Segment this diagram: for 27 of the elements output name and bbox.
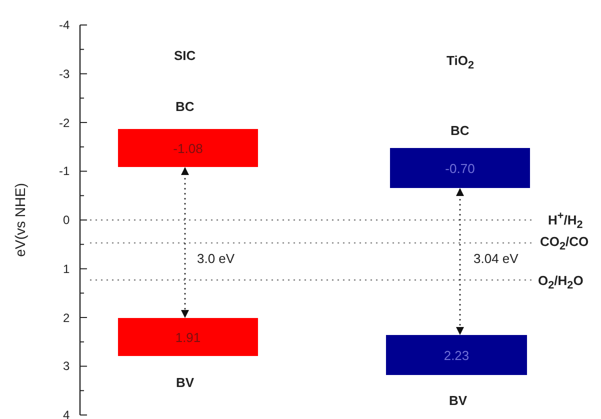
tick-label: 0 <box>63 213 70 227</box>
tick-label: 1 <box>63 262 70 276</box>
band-label: BC <box>176 98 194 114</box>
potential-label: CO$_{2}$/CO <box>540 234 589 252</box>
conduction-band-bar: -0.70 <box>390 148 530 188</box>
potential-label: O$_{2}$/H$_{2}$O <box>538 272 584 292</box>
edge-label: 3.0 eV <box>195 250 237 266</box>
material-label: SIC <box>174 48 196 62</box>
edge-label: 3.04 eV <box>472 250 520 266</box>
tick-label: 2 <box>63 310 70 324</box>
band-label: BV <box>449 392 468 408</box>
valence-band-bar: 1.91 <box>118 318 258 356</box>
double-arrow <box>456 188 464 335</box>
tick-label: -1 <box>59 164 70 178</box>
band-label: BV <box>176 374 194 390</box>
tick-label: 3 <box>63 359 70 374</box>
tick-label: -3 <box>59 66 70 81</box>
conduction-band-bar: -1.08 <box>118 129 258 167</box>
valence-band-bar: 2.23 <box>386 335 527 375</box>
band-label: BC <box>450 122 470 138</box>
material-label: TiO$_{2}$ <box>446 52 474 72</box>
tick-label: -2 <box>59 116 70 130</box>
tick-label: -4 <box>59 18 70 32</box>
tick-label: 4 <box>63 408 70 419</box>
double-arrow <box>181 167 189 318</box>
axis-title: eV(vs NHE) <box>12 183 28 257</box>
potential-label: H$^{+}$/H$_{2}$ <box>548 210 583 230</box>
